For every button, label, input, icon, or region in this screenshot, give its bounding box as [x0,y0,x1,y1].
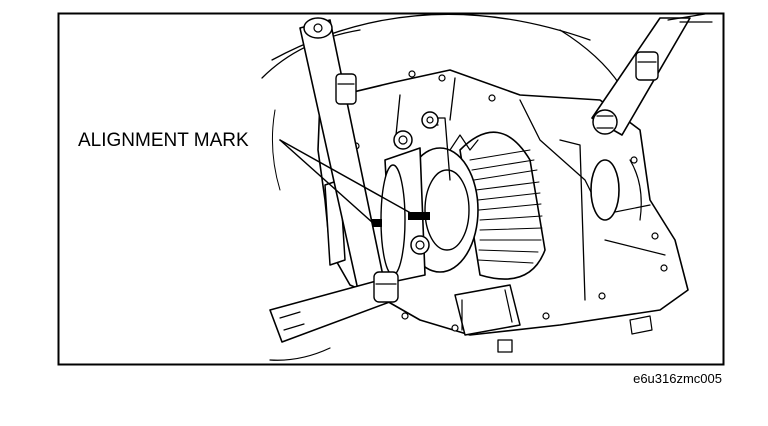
alignment-mark-cap [408,212,430,220]
cap-bolts [393,111,439,255]
callout-label: ALIGNMENT MARK [78,130,249,151]
figure-id: e6u316zmc005 [633,371,722,386]
ring-gear [449,131,546,280]
callout-leader-cap [279,139,417,217]
bearing-cap [380,117,479,283]
tool-arm-upper-right [591,13,713,136]
tool-arm-lower-left [269,271,399,361]
differential-drawing [261,13,713,361]
callout-leader-case [279,139,374,224]
